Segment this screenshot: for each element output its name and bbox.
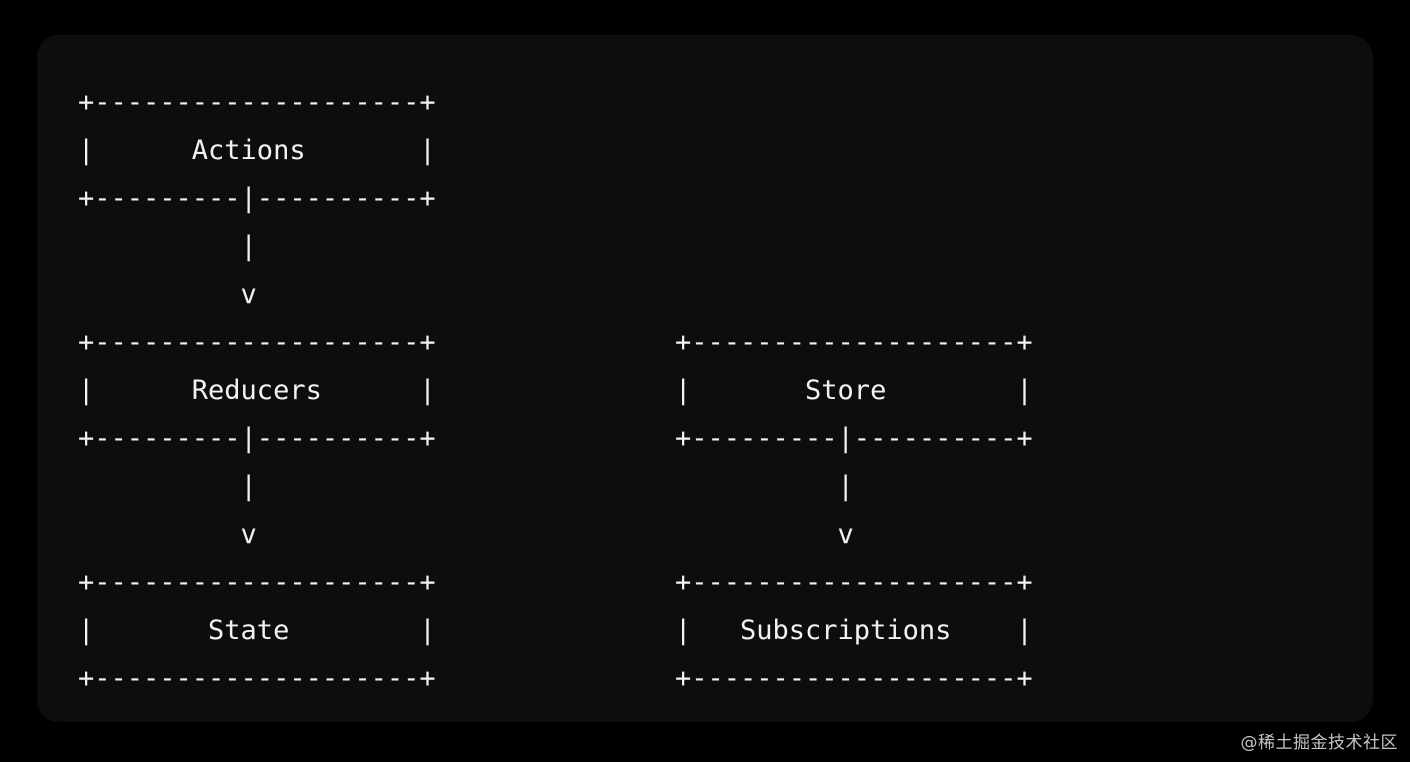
- ascii-column-left: +--------------------+ | Actions | +----…: [78, 87, 436, 694]
- ascii-diagram-card: +--------------------+ | Actions | +----…: [37, 35, 1373, 722]
- watermark-label: @稀土掘金技术社区: [1240, 733, 1398, 753]
- ascii-column-right: +--------------------+ | Store | +------…: [675, 327, 1033, 694]
- ascii-canvas: +--------------------+ | Actions | +----…: [37, 35, 1373, 722]
